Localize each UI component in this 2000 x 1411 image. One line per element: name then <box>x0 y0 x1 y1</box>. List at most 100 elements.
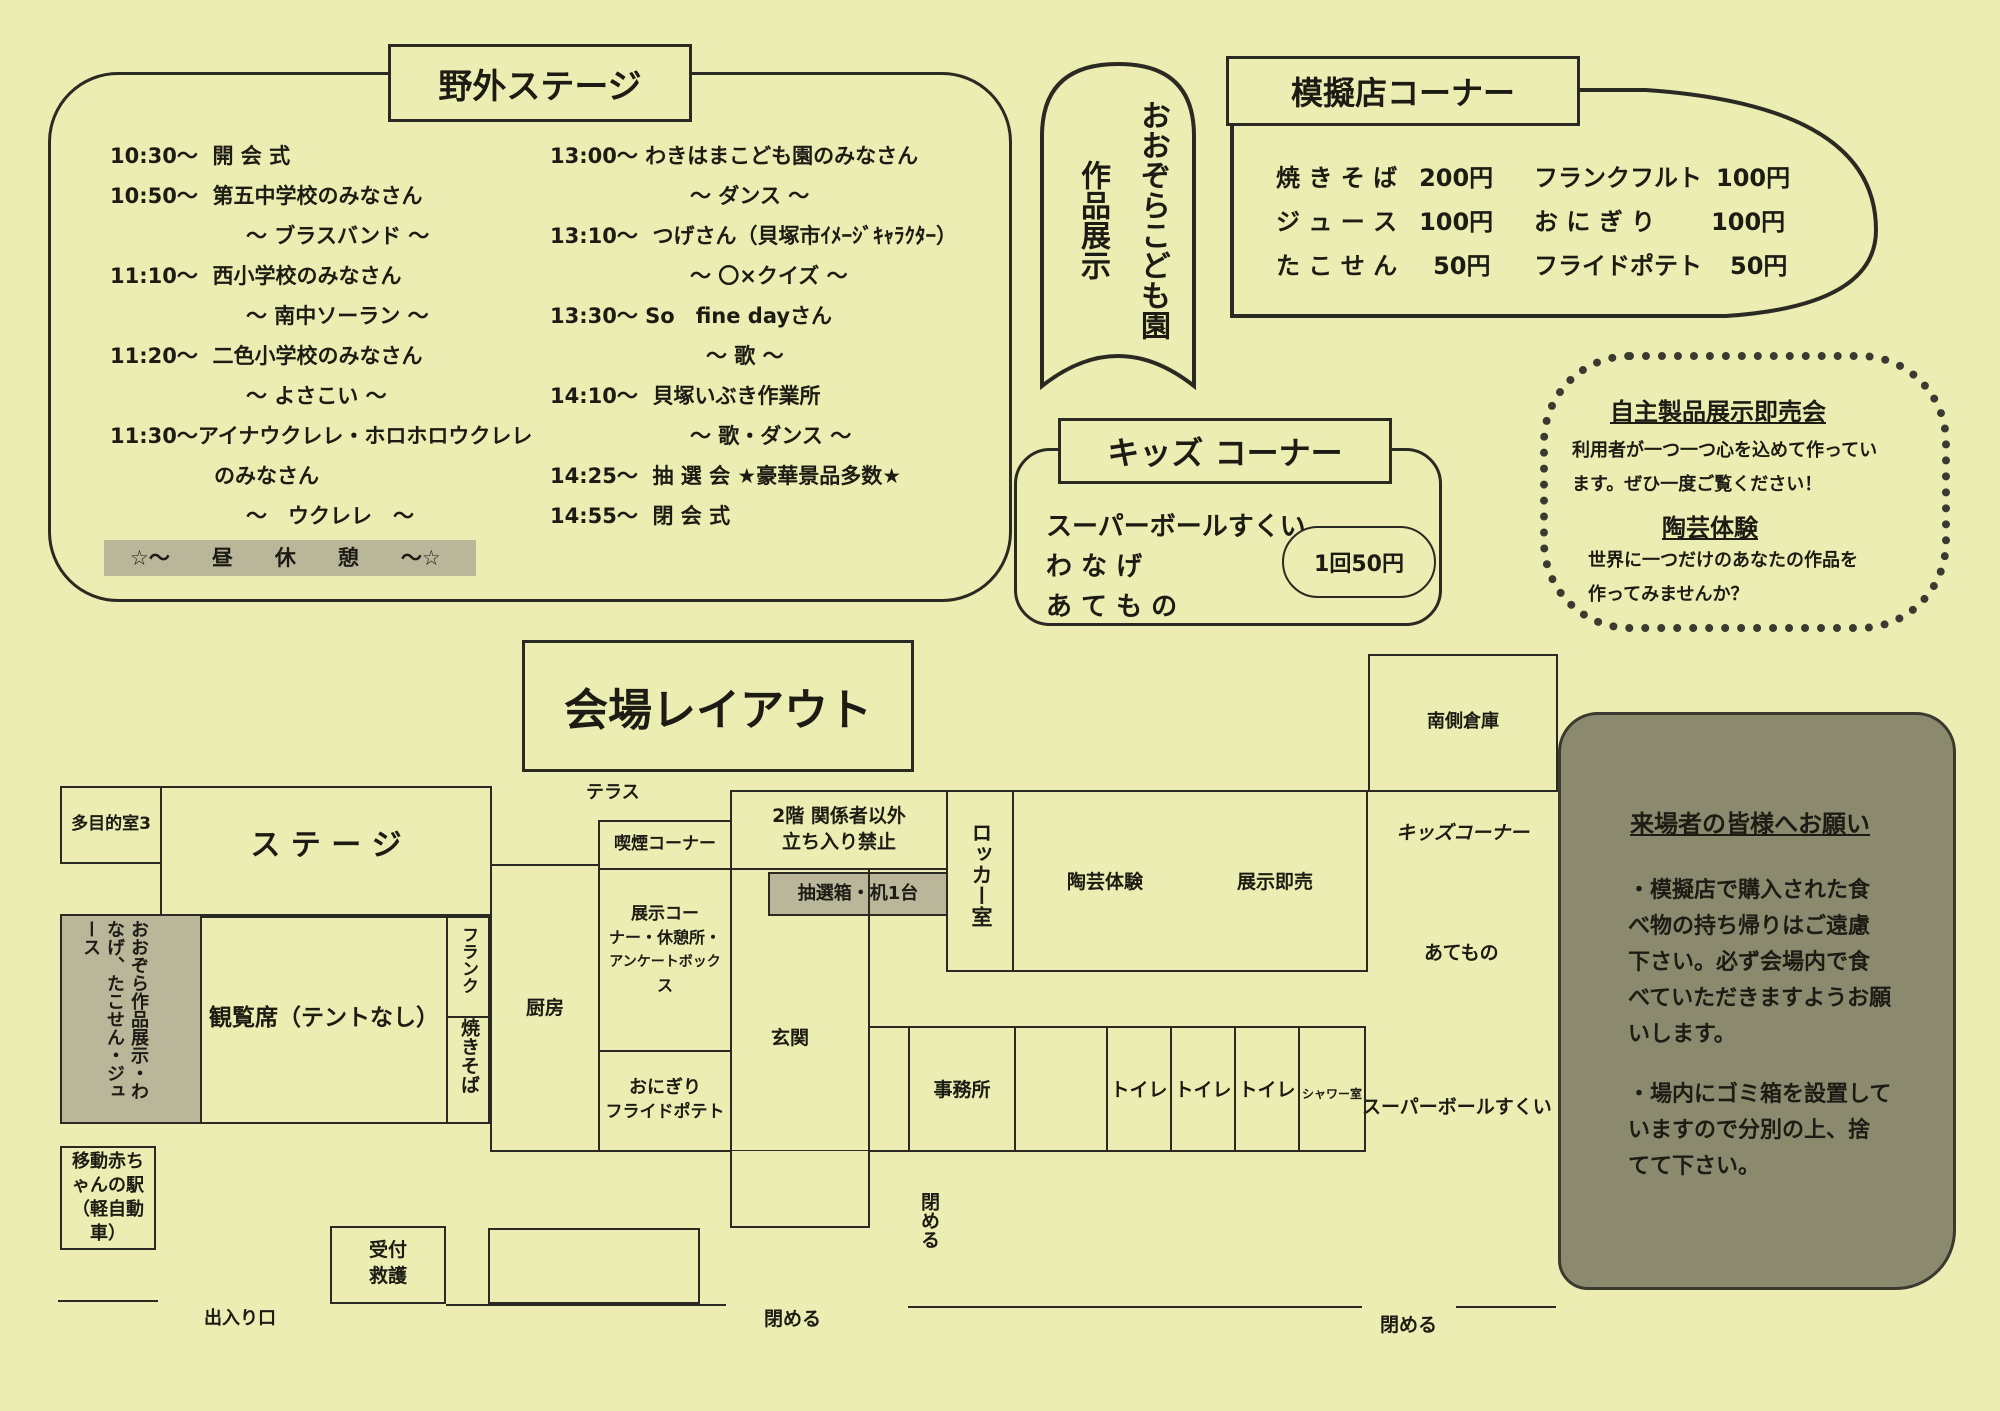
room-label: 喫煙コーナー <box>614 834 716 854</box>
exhibit-title: 作品展示 <box>1075 160 1110 280</box>
schedule-text: 第五中学校のみなさん <box>212 184 423 208</box>
room-label: ロッカー室 <box>969 822 993 927</box>
menu-item-name: フライドポテト <box>1534 252 1702 280</box>
room-minami <box>1368 654 1558 792</box>
menu-item-price: 50円 <box>1433 252 1491 280</box>
schedule-time: 14:25〜 <box>550 464 638 488</box>
kids-corner-label: キッズコーナー <box>1396 822 1530 844</box>
stage-title: 野外ステージ <box>388 44 692 122</box>
menu-item-price: 100円 <box>1716 164 1791 192</box>
room-hallway <box>868 1026 910 1152</box>
room-stage <box>160 786 492 918</box>
menu-item-price: 100円 <box>1711 208 1786 236</box>
lunch-break-text: ☆〜 昼 休 憩 〜☆ <box>130 546 441 570</box>
room-label: 陶芸体験 <box>1066 871 1143 893</box>
room-label: 多目的室3 <box>71 814 151 834</box>
schedule-time: 11:10〜 <box>110 264 198 288</box>
room-label: 救護 <box>368 1265 407 1287</box>
schedule-time: 14:55〜 <box>550 504 638 528</box>
schedule-time: 13:00〜 <box>550 144 638 168</box>
pottery-text: 世界に一つだけのあなたの作品を <box>1588 550 1858 571</box>
notice-title: 来場者の皆様へお願い <box>1630 810 1870 838</box>
schedule-row: 10:50〜 第五中学校のみなさん <box>110 176 422 216</box>
schedule-time: 14:10〜 <box>550 384 638 408</box>
room-shower <box>1298 1026 1366 1152</box>
schedule-text: アイナウクレレ・ホロホロウクレレ <box>197 424 533 448</box>
room-label: アンケートボック <box>609 954 721 970</box>
menu-item-name: フランクフルト <box>1534 164 1702 192</box>
room-label: 玄関 <box>770 1027 809 1049</box>
menu-item-name: お に ぎ り <box>1534 208 1656 236</box>
kids-item: わ な げ <box>1046 552 1143 582</box>
exhibit-banner <box>1040 61 1196 391</box>
notice-line: いします。 <box>1628 1022 1736 1047</box>
schedule-text: 〜 〇×クイズ 〜 <box>690 264 848 288</box>
room-label: ス テ ー ジ <box>250 828 402 863</box>
notice-line: べていただきますようお願 <box>1628 986 1892 1011</box>
schedule-time: 13:30〜 <box>550 304 638 328</box>
room-label: 立ち入り禁止 <box>781 831 896 853</box>
menu-item-name: ジ ュ ー ス <box>1276 208 1398 236</box>
schedule-time: 11:20〜 <box>110 344 198 368</box>
schedule-text: 開 会 式 <box>212 144 291 168</box>
boundary-line <box>908 1306 1362 1308</box>
pottery-title: 陶芸体験 <box>1662 514 1758 542</box>
atemono-label: あてもの <box>1424 942 1499 964</box>
schedule-text: So fine dayさん <box>645 304 833 328</box>
menu-item-price: 100円 <box>1419 208 1494 236</box>
room-label: トイレ <box>1174 1079 1232 1101</box>
notice-line: 下さい。必ず会場内で食 <box>1628 950 1871 975</box>
schedule-row: 10:30〜 開 会 式 <box>110 136 290 176</box>
menu-item: ジ ュ ー ス 100円 <box>1276 202 1493 237</box>
room-tougei-hanbai <box>1012 790 1368 972</box>
schedule-text: 〜 南中ソーラン 〜 <box>246 304 429 328</box>
menu-item-price: 200円 <box>1419 164 1494 192</box>
schedule-text: つげさん（貝塚市ｲﾒｰｼﾞｷｬﾗｸﾀｰ） <box>652 224 957 248</box>
close-label: 閉める <box>1380 1314 1438 1336</box>
terrace-label: テラス <box>586 782 640 803</box>
exhibit-school: おおぞらこども園 <box>1135 100 1170 340</box>
boundary-line <box>58 1300 158 1302</box>
room-label: ス <box>656 976 673 995</box>
room-label: 展示コー <box>631 904 699 924</box>
selfmade-title: 自主製品展示即売会 <box>1610 398 1826 426</box>
room-label: シャワー室 <box>1301 1087 1362 1101</box>
room-label: 観覧席（テントなし） <box>209 1005 439 1031</box>
room-label: 受付 <box>368 1239 407 1261</box>
room-chusen <box>768 872 948 916</box>
schedule-text: 〜 歌 〜 <box>706 344 784 368</box>
schedule-row: 14:10〜 貝塚いぶき作業所 <box>550 376 820 416</box>
schedule-row: 14:55〜 閉 会 式 <box>550 496 730 536</box>
room-label: トイレ <box>1238 1079 1296 1101</box>
room-label: おにぎり <box>629 1077 701 1098</box>
mogi-title: 模擬店コーナー <box>1226 56 1580 126</box>
schedule-row: 13:10〜 つげさん（貝塚市ｲﾒｰｼﾞｷｬﾗｸﾀｰ） <box>550 216 957 256</box>
schedule-text: 〜 よさこい 〜 <box>246 384 387 408</box>
room-label: 移動赤ちゃんの駅（軽自動車） <box>72 1151 144 1244</box>
selfmade-text: 利用者が一つ一つ心を込めて作ってい <box>1572 440 1878 461</box>
room-label: ナー・休憩所・ <box>608 928 721 947</box>
schedule-text: 閉 会 式 <box>652 504 731 528</box>
room-label: 事務所 <box>933 1079 991 1101</box>
schedule-row: 11:20〜 二色小学校のみなさん <box>110 336 422 376</box>
schedule-text: 〜 ダンス 〜 <box>690 184 810 208</box>
schedule-row: 13:30〜 So fine dayさん <box>550 296 832 336</box>
notice-line: ・模擬店で購入された食 <box>1628 878 1871 903</box>
pottery-text: 作ってみませんか？ <box>1588 584 1749 605</box>
boundary-line <box>446 1304 726 1306</box>
kids-item: あ て も の <box>1046 592 1178 622</box>
mogi-panel <box>1230 86 1879 318</box>
schedule-text: 〜 ウクレレ 〜 <box>246 504 414 528</box>
room-storage <box>488 1228 700 1304</box>
layout-title: 会場レイアウト <box>522 640 914 772</box>
schedule-row: 11:30〜アイナウクレレ・ホロホロウクレレ <box>110 416 532 456</box>
schedule-row: 13:00〜 わきはまこども園のみなさん <box>550 136 918 176</box>
entrance-label: 出入り口 <box>204 1308 276 1329</box>
room-akachan <box>60 1146 156 1250</box>
room-label: トイレ <box>1110 1079 1168 1101</box>
room-label: 抽選箱・机1台 <box>797 883 919 904</box>
room-label: 2階 関係者以外 <box>772 805 906 827</box>
